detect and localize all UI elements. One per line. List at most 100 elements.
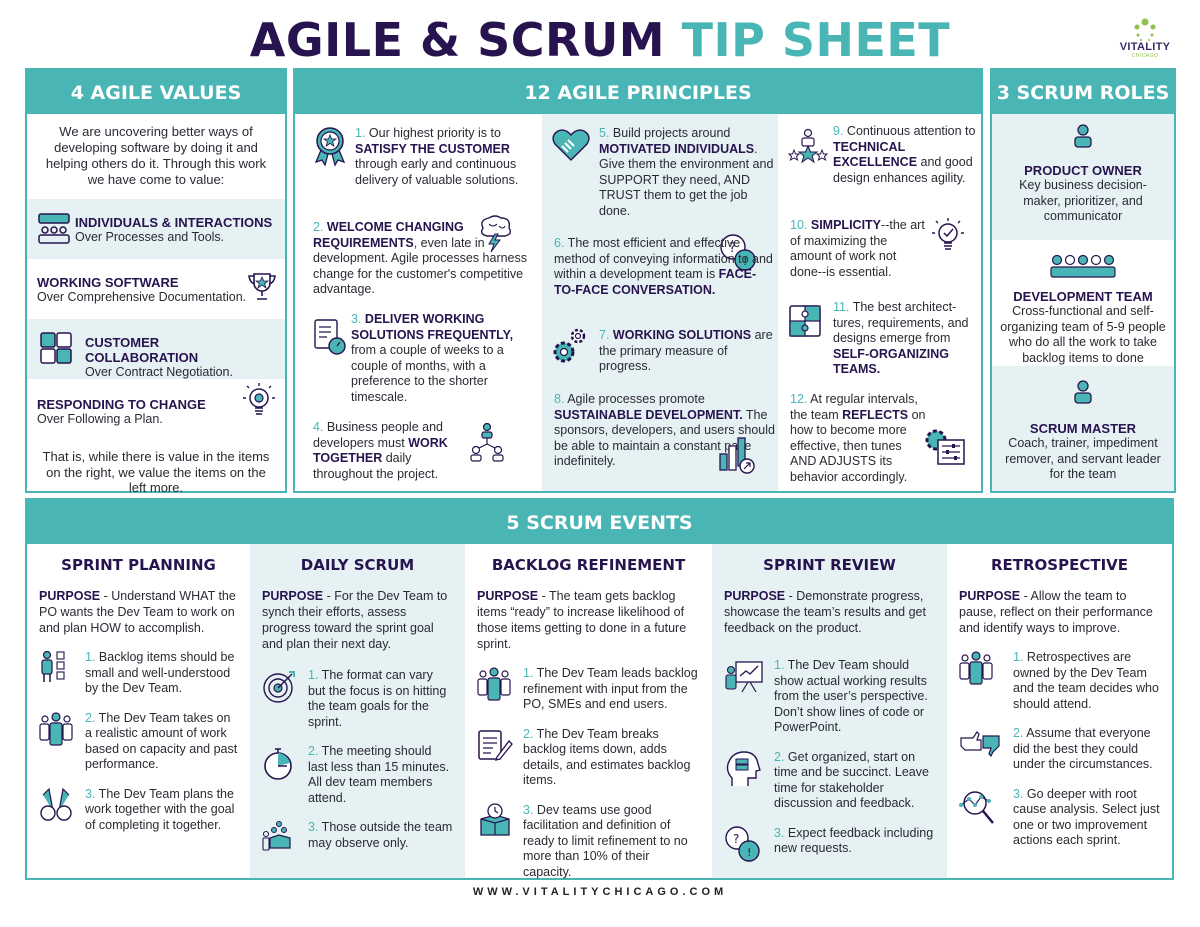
agile-values-panel: 4 AGILE VALUES We are uncovering better …	[25, 68, 287, 495]
person-icon	[1074, 124, 1092, 148]
principle-5: 5. Build projects around MOTIVATED INDIV…	[599, 126, 774, 218]
value-title: CUSTOMER COLLABORATION	[85, 335, 199, 365]
event-item: 1. The Dev Team should show actual worki…	[724, 658, 935, 736]
event-item: 2. The meeting should last less than 15 …	[262, 744, 453, 806]
value-title: INDIVIDUALS & INTERACTIONS	[75, 215, 273, 230]
principle-3: 3. DELIVER WORKING SOLUTIONS FREQUENTLY,…	[351, 312, 514, 404]
event-item: 1. Retrospectives are owned by the Dev T…	[959, 650, 1160, 712]
person-stars-icon	[787, 128, 829, 164]
lightbulb-check-icon	[932, 218, 964, 250]
event-sprint-review: SPRINT REVIEW PURPOSE - Demonstrate prog…	[712, 544, 947, 878]
page-title: AGILE & SCRUM TIP SHEET	[0, 12, 1200, 68]
role-development-team: DEVELOPMENT TEAM Cross-functional and se…	[992, 240, 1174, 366]
principle-2: 2. WELCOME CHANGING REQUIREMENTS, even l…	[313, 220, 528, 296]
principles-column-3: 9. Continuous attention to TECHNICAL EXC…	[778, 114, 981, 491]
bar-chart-growth-icon	[719, 437, 755, 474]
event-item: 1. The format can vary but the focus is …	[262, 668, 453, 730]
group-icon	[39, 711, 73, 746]
speech-bubbles-icon: ? !	[725, 825, 760, 862]
event-backlog-refinement: BACKLOG REFINEMENT PURPOSE - The team ge…	[465, 544, 712, 881]
role-title: PRODUCT OWNER	[1024, 162, 1142, 178]
logo-sub: CHICAGO	[1131, 53, 1159, 59]
person-icon	[1074, 380, 1092, 404]
event-title: SPRINT PLANNING	[61, 556, 216, 574]
principle-7: 7. WORKING SOLUTIONS are the primary mea…	[599, 328, 773, 373]
logo-dots-icon	[1134, 18, 1156, 41]
event-item: 2. Get organized, start on time and be s…	[724, 750, 935, 812]
event-title: DAILY SCRUM	[300, 556, 415, 574]
event-item: ? ! 3. Expect feedback including new req…	[724, 826, 935, 866]
principles-column-1: 1. Our highest priority is to SATISFY TH…	[295, 114, 542, 491]
event-retrospective: RETROSPECTIVE PURPOSE - Allow the team t…	[947, 544, 1172, 878]
brain-lightning-icon	[480, 215, 512, 253]
lightbulb-gear-icon	[243, 383, 275, 415]
observer-box-icon	[262, 821, 291, 851]
scrum-events-heading: 5 SCRUM EVENTS	[27, 500, 1172, 544]
thumbs-up-down-icon	[960, 731, 1000, 758]
checklist-stopwatch-icon	[314, 319, 346, 355]
presenter-icon	[725, 661, 763, 693]
logo-name: VITALITY	[1119, 41, 1171, 53]
value-sub: Over Processes and Tools.	[75, 230, 225, 244]
event-title: RETROSPECTIVE	[990, 556, 1129, 574]
svg-text:?: ?	[733, 832, 739, 846]
role-title: DEVELOPMENT TEAM	[1013, 288, 1153, 304]
role-scrum-master: SCRUM MASTER Coach, trainer, impediment …	[992, 366, 1174, 491]
agile-principles-heading: 12 AGILE PRINCIPLES	[295, 70, 981, 114]
vitality-logo: VITALITY CHICAGO	[1110, 18, 1180, 66]
value-item: CUSTOMER COLLABORATION Over Contract Neg…	[27, 319, 285, 379]
role-desc: Key business decision-maker, prioritizer…	[1019, 178, 1147, 223]
principles-column-2: 5. Build projects around MOTIVATED INDIV…	[542, 114, 778, 491]
event-item: 2. The Dev Team breaks backlog items dow…	[477, 727, 700, 789]
svg-text:!: !	[747, 846, 751, 859]
values-closing: That is, while there is value in the ite…	[42, 449, 270, 495]
value-sub: Over Comprehensive Documentation.	[37, 290, 247, 304]
title-part1: AGILE & SCRUM	[249, 13, 666, 67]
principle-9: 9. Continuous attention to TECHNICAL EXC…	[833, 124, 976, 185]
value-sub: Over Following a Plan.	[37, 412, 163, 426]
event-item: 1. Backlog items should be small and wel…	[39, 650, 238, 697]
event-item: 3. Dev teams use good facilitation and d…	[477, 803, 700, 881]
role-desc: Cross-functional and self-organizing tea…	[1000, 304, 1166, 365]
head-layers-icon	[726, 750, 761, 786]
principle-12: 12. At regular intervals, the team REFLE…	[790, 392, 926, 484]
group-icon	[477, 667, 511, 701]
value-title: RESPONDING TO CHANGE	[37, 397, 206, 412]
speech-bubbles-icon: ? !	[720, 234, 756, 271]
box-clock-icon	[480, 802, 510, 836]
group-icon	[959, 651, 993, 685]
event-item: 2. Assume that everyone did the best the…	[959, 726, 1160, 773]
event-purpose: PURPOSE - The team gets backlog items “r…	[477, 589, 687, 651]
event-item: 3. Those outside the team may observe on…	[262, 820, 453, 860]
event-purpose: PURPOSE - Allow the team to pause, refle…	[959, 589, 1153, 635]
event-purpose: PURPOSE - For the Dev Team to synch thei…	[262, 589, 448, 651]
principle-10: 10. SIMPLICITY--the art of maximizing th…	[790, 218, 925, 279]
principle-8: 8. Agile processes promote SUSTAINABLE D…	[554, 392, 775, 468]
agile-values-heading: 4 AGILE VALUES	[27, 70, 285, 114]
event-sprint-planning: SPRINT PLANNING PURPOSE - Understand WHA…	[27, 544, 250, 878]
value-item: INDIVIDUALS & INTERACTIONS Over Processe…	[27, 199, 285, 259]
scrum-roles-panel: 3 SCRUM ROLES PRODUCT OWNER Key business…	[990, 68, 1176, 493]
event-item: 1. The Dev Team leads backlog refinement…	[477, 666, 700, 713]
event-title: SPRINT REVIEW	[763, 556, 896, 574]
award-ribbon-icon	[314, 127, 346, 167]
value-sub: Over Contract Negotiation.	[85, 365, 233, 379]
trophy-icon	[248, 273, 276, 300]
team-row-icon	[1050, 254, 1116, 278]
person-checklist-icon	[41, 650, 65, 682]
target-icon	[263, 671, 295, 703]
document-pen-icon	[478, 729, 513, 761]
role-desc: Coach, trainer, impediment remover, and …	[1005, 436, 1161, 481]
event-purpose: PURPOSE - Understand WHAT the PO wants t…	[39, 589, 236, 635]
magnifier-analysis-icon	[959, 790, 994, 824]
handshake-heart-icon	[552, 129, 590, 161]
puzzle-icon	[789, 305, 821, 337]
principle-11: 11. The best architect-tures, requiremen…	[833, 300, 969, 376]
principle-1: 1. Our highest priority is to SATISFY TH…	[355, 126, 519, 187]
values-intro: We are uncovering better ways of develop…	[45, 124, 267, 187]
value-title: WORKING SOFTWARE	[37, 275, 179, 290]
event-item: 2. The Dev Team takes on a realistic amo…	[39, 711, 238, 773]
event-item: 3. The Dev Team plans the work together …	[39, 787, 238, 834]
footer-url[interactable]: WWW.VITALITYCHICAGO.COM	[472, 886, 728, 898]
event-purpose: PURPOSE - Demonstrate progress, showcase…	[724, 589, 926, 635]
